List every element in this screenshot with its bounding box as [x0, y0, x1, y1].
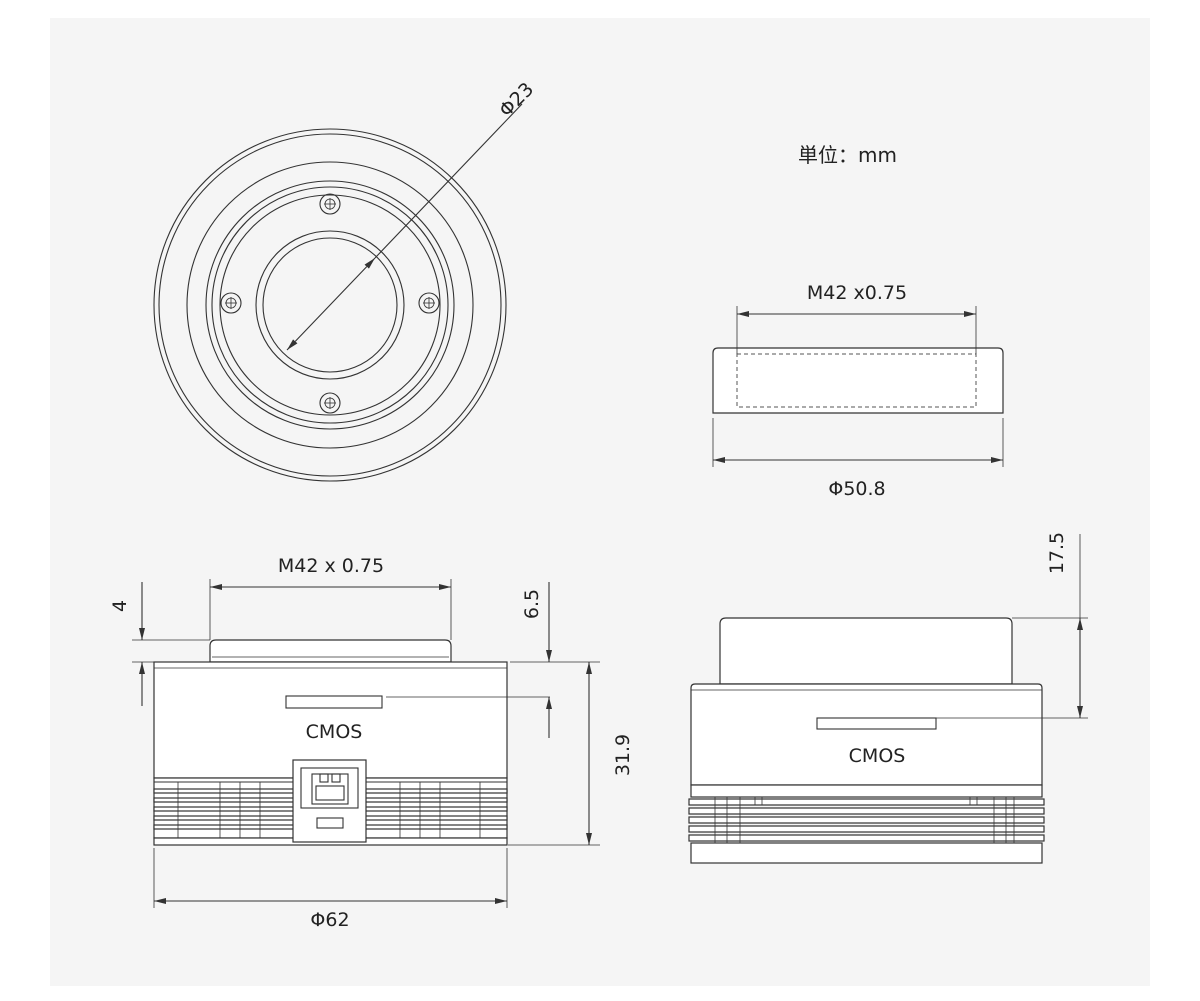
- side-view: CMOS M42 x 0.75 4 6.5 31.9 Φ62: [109, 555, 634, 931]
- screw-icon: [319, 193, 341, 215]
- thread-view: M42 x0.75 Φ50.8: [712, 282, 1004, 500]
- side-thread-label: M42 x 0.75: [278, 555, 384, 577]
- usb-connector-icon: [292, 759, 367, 843]
- thread-label: M42 x0.75: [807, 282, 907, 304]
- screw-icon: [220, 292, 242, 314]
- sensor-depth-label: 6.5: [521, 589, 543, 619]
- screw-icon: [418, 292, 440, 314]
- thread-diameter-label: Φ50.8: [828, 478, 885, 500]
- unit-label: 単位：mm: [798, 143, 897, 167]
- cmos-sensor: [816, 717, 937, 730]
- back-view: CMOS 17.5: [688, 532, 1088, 864]
- backfocus-label: 17.5: [1046, 532, 1068, 574]
- front-diameter-label: Φ23: [495, 78, 538, 121]
- front-view: Φ23: [153, 78, 538, 482]
- flange-height-label: 4: [109, 600, 131, 612]
- cmos-sensor: [285, 695, 383, 709]
- screw-icon: [319, 392, 341, 414]
- diameter-dimension-line: [286, 257, 376, 351]
- side-cmos-label: CMOS: [306, 721, 363, 743]
- body-diameter-label: Φ62: [310, 909, 349, 931]
- back-cmos-label: CMOS: [849, 745, 906, 767]
- body-height-label: 31.9: [612, 734, 634, 776]
